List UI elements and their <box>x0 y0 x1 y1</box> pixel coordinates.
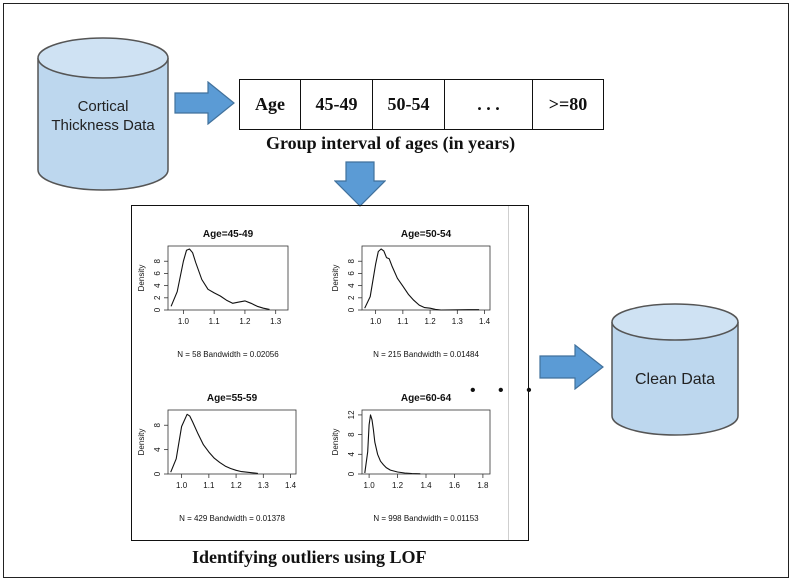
source-label-line1: Cortical <box>77 98 129 115</box>
plot-xtick-label-3-0: 1.0 <box>364 481 376 490</box>
plot-ytick-label-1-1: 2 <box>347 295 356 300</box>
density-curve-0 <box>170 248 270 310</box>
arrow-down-icon <box>334 161 386 207</box>
source-data-cylinder <box>37 37 169 191</box>
plot-xtick-label-2-1: 1.1 <box>203 481 215 490</box>
plot-xtick-label-2-0: 1.0 <box>176 481 188 490</box>
continuation-dots: • • • <box>470 382 541 399</box>
plot-title-1: Age=50-54 <box>401 229 452 240</box>
source-data-label: Cortical Thickness Data <box>36 97 170 135</box>
plot-xtick-label-3-3: 1.6 <box>449 481 461 490</box>
table-cell-80-plus: >=80 <box>548 94 588 114</box>
plot-xtick-label-0-3: 1.3 <box>270 317 282 326</box>
plot-ylabel-1: Density <box>331 265 340 292</box>
plot-xtick-label-1-1: 1.1 <box>397 317 409 326</box>
clean-data-label: Clean Data <box>634 371 716 388</box>
plot-xtick-label-3-2: 1.4 <box>420 481 432 490</box>
plot-ytick-label-0-3: 6 <box>153 271 162 276</box>
plot-frame-2 <box>167 409 297 475</box>
plot-xtick-label-1-4: 1.4 <box>479 317 491 326</box>
plot-ytick-label-2-1: 4 <box>153 447 162 452</box>
plot-xtick-label-0-2: 1.2 <box>239 317 251 326</box>
source-label-line2: Thickness Data <box>51 117 155 134</box>
plot-title-2: Age=55-59 <box>207 393 258 404</box>
density-curve-3 <box>364 414 421 475</box>
plot-ytick-label-1-3: 6 <box>347 271 356 276</box>
plot-ytick-label-0-4: 8 <box>153 258 162 263</box>
clean-data-cylinder <box>611 303 739 436</box>
plot-ytick-label-3-3: 12 <box>347 410 356 419</box>
plot-xlabel-2: N = 429 Bandwidth = 0.01378 <box>179 514 285 523</box>
table-cell-age: Age <box>240 80 301 129</box>
arrow-right-icon-2 <box>539 344 604 390</box>
figure-border <box>3 3 789 578</box>
plot-ytick-label-2-2: 8 <box>153 422 162 427</box>
age-table-caption: Group interval of ages (in years) <box>266 133 516 153</box>
plot-xtick-label-1-2: 1.2 <box>425 317 437 326</box>
table-cell-50-54: 50-54 <box>373 80 445 129</box>
plot-xlabel-1: N = 215 Bandwidth = 0.01484 <box>373 350 479 359</box>
plot-ytick-label-3-2: 8 <box>347 432 356 437</box>
plot-xlabel-0: N = 58 Bandwidth = 0.02056 <box>177 350 279 359</box>
table-cell-ellipsis: . . . <box>445 80 533 129</box>
plot-xtick-label-2-4: 1.4 <box>285 481 297 490</box>
plot-xtick-label-0-0: 1.0 <box>178 317 190 326</box>
plot-frame-3 <box>361 409 491 475</box>
plot-ytick-label-3-0: 0 <box>347 471 356 476</box>
plot-xlabel-3: N = 998 Bandwidth = 0.01153 <box>373 514 479 523</box>
plot-ytick-label-0-1: 2 <box>153 295 162 300</box>
density-curve-1 <box>364 248 480 311</box>
plot-xtick-label-1-3: 1.3 <box>452 317 464 326</box>
plot-xtick-label-2-2: 1.2 <box>231 481 243 490</box>
arrow-right-icon <box>174 81 235 125</box>
plot-ytick-label-3-1: 4 <box>347 452 356 457</box>
plot-xtick-label-3-1: 1.2 <box>392 481 404 490</box>
plot-ytick-label-1-4: 8 <box>347 258 356 263</box>
lof-caption: Identifying outliers using LOF <box>192 547 427 567</box>
panel-divider <box>508 206 509 540</box>
plot-title-0: Age=45-49 <box>203 229 254 240</box>
density-curve-2 <box>170 413 258 474</box>
plot-xtick-label-2-3: 1.3 <box>258 481 270 490</box>
table-cell-45-49: 45-49 <box>301 80 373 129</box>
plot-ylabel-3: Density <box>331 429 340 456</box>
plot-xtick-label-1-0: 1.0 <box>370 317 382 326</box>
plot-ytick-label-1-0: 0 <box>347 307 356 312</box>
plot-ytick-label-0-0: 0 <box>153 307 162 312</box>
plot-ytick-label-0-2: 4 <box>153 283 162 288</box>
plot-xtick-label-3-4: 1.8 <box>477 481 489 490</box>
plot-frame-0 <box>167 245 289 311</box>
lof-plot-panel <box>131 205 529 541</box>
plot-ylabel-0: Density <box>137 265 146 292</box>
plot-title-3: Age=60-64 <box>401 393 452 404</box>
age-group-table: Age 45-49 50-54 . . . >=80 <box>239 79 604 130</box>
plot-ytick-label-2-0: 0 <box>153 471 162 476</box>
plot-ylabel-2: Density <box>137 429 146 456</box>
plot-xtick-label-0-1: 1.1 <box>209 317 221 326</box>
plot-ytick-label-1-2: 4 <box>347 283 356 288</box>
plot-frame-1 <box>361 245 491 311</box>
